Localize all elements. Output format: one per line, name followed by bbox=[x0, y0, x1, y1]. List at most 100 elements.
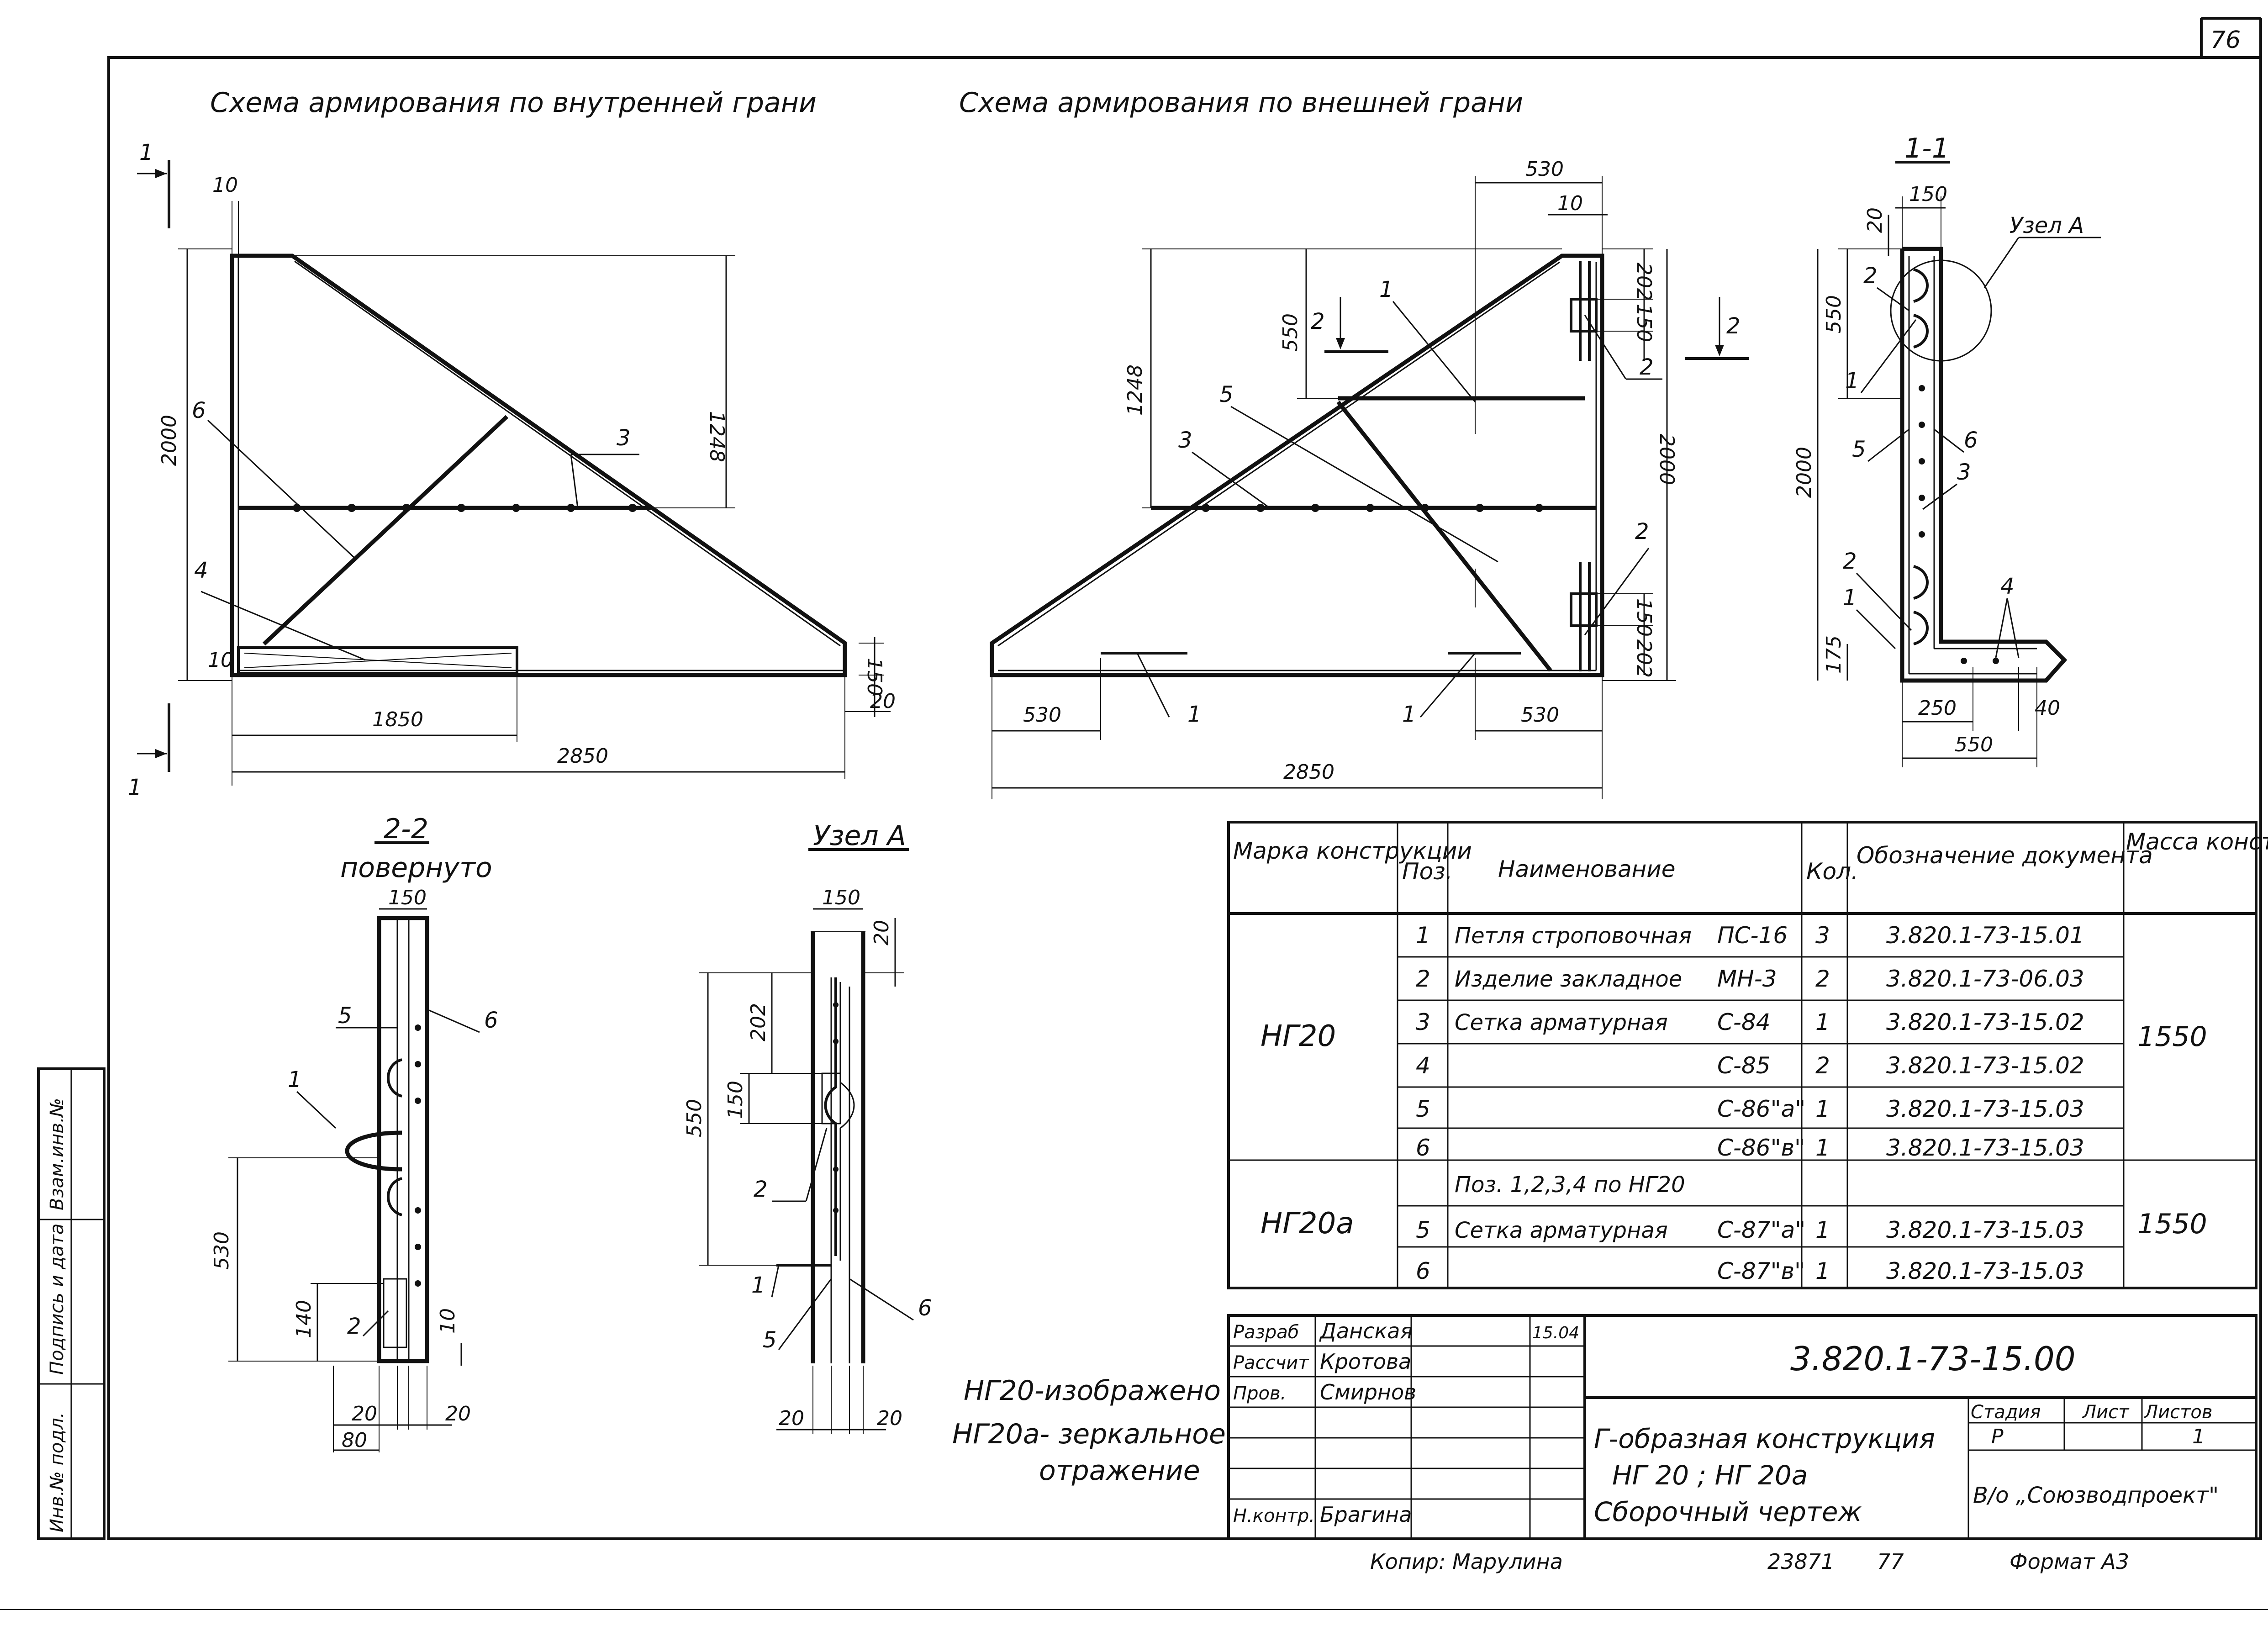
node-dim-150: 150 bbox=[822, 886, 860, 909]
s11-mark-6: 6 bbox=[1964, 428, 1978, 453]
inner-title: Схема армирования по внутренней грани bbox=[210, 87, 817, 119]
s22-mark-6: 6 bbox=[484, 1008, 498, 1033]
inner-dim-10-top: 10 bbox=[212, 174, 238, 197]
s11-dim-550: 550 bbox=[1822, 295, 1846, 333]
spec-code: С-87"в" bbox=[1717, 1258, 1805, 1284]
s22-mark-5: 5 bbox=[338, 1003, 352, 1029]
s22-dim-150: 150 bbox=[388, 886, 427, 909]
mesh-6-line bbox=[262, 415, 509, 646]
spec-qty: 2 bbox=[1815, 966, 1830, 992]
section-2-2-outline bbox=[377, 916, 429, 1363]
section-1-1: 1-1 Узел А 2 1 5 6 3 2 1 4 150 bbox=[1793, 132, 2101, 767]
spec-code: С-86"в" bbox=[1717, 1135, 1805, 1161]
outer-dim-2000: 2000 bbox=[1655, 434, 1678, 485]
inner-dim-2000: 2000 bbox=[158, 415, 181, 466]
s11-mark-5: 5 bbox=[1852, 437, 1866, 462]
organization: В/о „Союзводпроект" bbox=[1973, 1483, 2219, 1508]
title-line-2: НГ 20 ; НГ 20а bbox=[1612, 1460, 1808, 1491]
note-line-3: отражение bbox=[1039, 1455, 1200, 1487]
s11-mark-2-bottom: 2 bbox=[1843, 549, 1857, 574]
spec-header-mass: Масса конструкции кг. bbox=[2126, 829, 2268, 855]
sheets-value: 1 bbox=[2192, 1425, 2205, 1448]
title-line-1: Г-образная конструкция bbox=[1594, 1423, 1935, 1454]
mesh-4-rect bbox=[237, 646, 518, 675]
outer-dim-202-top: 202 bbox=[1632, 263, 1656, 301]
s11-mark-1-bottom: 1 bbox=[1843, 585, 1857, 611]
spec-code: С-85 bbox=[1717, 1052, 1771, 1079]
spec-doc: 3.820.1-73-15.03 bbox=[1886, 1135, 2084, 1161]
spec-header-pos: Поз. bbox=[1402, 858, 1453, 885]
node-a-detail: Узел А 2 1 5 6 150 20 202 550 150 bbox=[683, 820, 932, 1434]
outer-mark-2-bottom: 2 bbox=[1635, 519, 1649, 544]
embedded-part-bottom bbox=[1570, 592, 1598, 627]
spec-qty: 2 bbox=[1815, 1052, 1830, 1079]
stamp-role: Разраб bbox=[1233, 1322, 1299, 1343]
footer-format: Формат А3 bbox=[2010, 1549, 2129, 1574]
outer-dim-530-right: 530 bbox=[1521, 703, 1559, 727]
node-a-callout: Узел А bbox=[2010, 213, 2084, 238]
side-stamp-field-3: Инв.№ подл. bbox=[47, 1412, 68, 1532]
outer-mark-2-top: 2 bbox=[1640, 354, 1654, 380]
inner-dim-20: 20 bbox=[870, 690, 896, 713]
outer-mark-1-right: 1 bbox=[1402, 702, 1416, 727]
spec-pos: 5 bbox=[1416, 1217, 1430, 1243]
spec-qty: 1 bbox=[1815, 1096, 1830, 1122]
node-dim-20-right: 20 bbox=[877, 1407, 902, 1430]
s22-dim-140: 140 bbox=[292, 1300, 316, 1338]
inner-dim-150: 150 bbox=[863, 658, 886, 696]
node-mark-5: 5 bbox=[763, 1327, 777, 1353]
spec-code: С-86"а" bbox=[1717, 1096, 1805, 1122]
node-mark-1: 1 bbox=[751, 1272, 765, 1298]
spec-qty: 1 bbox=[1815, 1217, 1830, 1243]
stage-header: Стадия bbox=[1971, 1402, 2041, 1423]
section-2-2-note: повернуто bbox=[340, 852, 492, 884]
footer-copy: Копир: Марулина bbox=[1370, 1549, 1563, 1574]
s22-dim-10: 10 bbox=[436, 1308, 459, 1334]
spec-doc: 3.820.1-73-15.02 bbox=[1886, 1009, 2084, 1035]
s11-dim-20: 20 bbox=[1863, 207, 1887, 233]
section-1-1-title: 1-1 bbox=[1904, 132, 1949, 164]
spec-doc: 3.820.1-73-06.03 bbox=[1886, 966, 2084, 992]
footer: Копир: Марулина 23871 77 Формат А3 bbox=[1370, 1549, 2129, 1574]
outer-dim-10: 10 bbox=[1557, 192, 1583, 215]
spec-name: Поз. 1,2,3,4 по НГ20 bbox=[1455, 1172, 1685, 1198]
sheets-header: Листов bbox=[2143, 1402, 2212, 1423]
cut-mark-2-left: 2 bbox=[1311, 309, 1325, 334]
s11-dim-175: 175 bbox=[1822, 635, 1846, 674]
spec-pos: 6 bbox=[1416, 1135, 1430, 1161]
outer-dim-530-left: 530 bbox=[1023, 703, 1061, 727]
spec-mass-0: 1550 bbox=[2137, 1021, 2207, 1053]
s22-dim-530: 530 bbox=[210, 1231, 233, 1270]
spec-doc: 3.820.1-73-15.03 bbox=[1886, 1096, 2084, 1122]
outer-title: Схема армирования по внешней грани bbox=[959, 87, 1523, 119]
section-2-2-title: 2-2 bbox=[384, 813, 428, 845]
stamp-role: Н.контр. bbox=[1233, 1505, 1315, 1526]
spec-pos: 2 bbox=[1416, 966, 1430, 992]
footer-num-2: 77 bbox=[1877, 1549, 1904, 1574]
inner-dim-10-bottom: 10 bbox=[208, 649, 233, 672]
outer-dim-202-bottom: 202 bbox=[1632, 639, 1656, 678]
spec-mark-1: НГ20а bbox=[1261, 1207, 1354, 1241]
side-stamp-field-2: Подпись и дата bbox=[47, 1224, 68, 1375]
note-line-2: НГ20а- зеркальное bbox=[952, 1418, 1226, 1450]
outer-dim-150-bottom: 150 bbox=[1632, 598, 1656, 637]
inner-mark-6: 6 bbox=[192, 398, 206, 423]
s11-mark-2: 2 bbox=[1863, 263, 1878, 289]
s11-dim-2000: 2000 bbox=[1793, 447, 1816, 498]
lifting-loop bbox=[345, 1130, 402, 1172]
node-a-title: Узел А bbox=[813, 820, 906, 852]
title-line-3: Сборочный чертеж bbox=[1594, 1496, 1862, 1527]
stamp-name: Данская bbox=[1319, 1319, 1413, 1343]
spec-qty: 1 bbox=[1815, 1009, 1830, 1035]
spec-code: ПС-16 bbox=[1717, 922, 1788, 949]
inner-face-view: Схема армирования по внутренней грани 1 … bbox=[128, 87, 896, 800]
outer-mesh-5-line bbox=[1336, 401, 1552, 672]
outer-mark-3: 3 bbox=[1178, 428, 1192, 453]
spec-doc: 3.820.1-73-15.03 bbox=[1886, 1258, 2084, 1284]
footer-num-1: 23871 bbox=[1767, 1549, 1834, 1574]
inner-mark-4: 4 bbox=[194, 558, 208, 583]
spec-pos: 4 bbox=[1416, 1052, 1430, 1079]
spec-code: С-84 bbox=[1717, 1009, 1771, 1035]
